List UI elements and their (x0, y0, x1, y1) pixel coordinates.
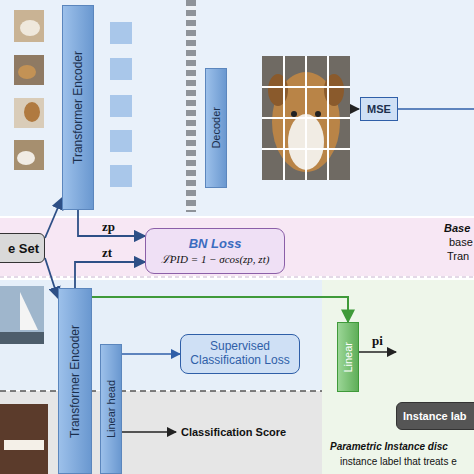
reconstructed-image (262, 56, 350, 180)
connector-arrow (75, 262, 145, 288)
flow-line (398, 108, 474, 110)
image-background (0, 286, 44, 344)
loss-box: MSE (360, 97, 398, 121)
image-patch-detail (18, 65, 36, 79)
band-border (0, 277, 474, 278)
node-title: Linear (342, 342, 354, 373)
node-title: BN Loss (189, 236, 242, 251)
mae-band (0, 0, 474, 216)
image-patch-detail (20, 20, 40, 36)
text-label: pi (372, 334, 383, 348)
node-title: Linear head (105, 380, 117, 438)
token-square (110, 58, 132, 80)
token-square (110, 130, 132, 152)
flow-arrow (359, 351, 396, 353)
connector-arrow (45, 258, 58, 298)
water (0, 332, 44, 344)
node-title: Supervised Classification Loss (184, 340, 296, 368)
image-patch (14, 140, 44, 170)
image-patches (14, 10, 44, 170)
inference-band (0, 391, 322, 474)
patch-grid-line (262, 86, 350, 88)
sail (20, 292, 38, 330)
dog-eye (315, 111, 321, 117)
token-square (110, 165, 132, 187)
text-label: Tran (447, 250, 469, 262)
node-title: Transformer Encoder (68, 325, 82, 438)
node-title: MSE (367, 103, 391, 115)
node-title: e Set (8, 241, 39, 256)
patch-grid-line (262, 117, 350, 119)
decoder-block: Decoder (205, 68, 227, 188)
loss-band (0, 218, 474, 276)
piano-image (0, 404, 48, 474)
encoder-block: Transformer Encoder (58, 288, 92, 474)
loss-box: BN LossℒPID = 1 − σcos(zp, zt) (145, 228, 285, 274)
flow-arrow (351, 108, 359, 110)
loss-box: Supervised Classification Loss (180, 334, 300, 374)
linear-block: Linear (337, 322, 359, 392)
token-square (110, 22, 132, 44)
text-label: instance label that treats e (340, 456, 457, 467)
connector-arrow (92, 297, 348, 322)
connector-arrow (122, 353, 180, 355)
node-title: Instance lab (403, 410, 467, 422)
image-patch (14, 55, 44, 85)
node-title: Decoder (210, 107, 222, 149)
piano-keys (4, 440, 44, 450)
text-label: Base (444, 222, 470, 234)
image-patch-detail (24, 102, 40, 122)
encoder-block: Transformer Encoder (62, 5, 94, 210)
patch-grid-line (262, 148, 350, 150)
label-box: Instance lab (396, 402, 474, 430)
image-patch-detail (17, 151, 35, 165)
flow-arrow (122, 431, 176, 433)
image-background (0, 404, 48, 474)
dog-eye (291, 111, 297, 117)
instance-band (322, 280, 474, 474)
dataset-box: e Set (0, 233, 45, 263)
encoder-output-tokens (110, 22, 132, 187)
mask-token-column (186, 0, 196, 212)
connector-arrow (45, 198, 62, 238)
edge-label: zt (102, 245, 112, 261)
text-label: Classification Score (181, 426, 286, 438)
image-patch (14, 10, 44, 42)
text-label: base (449, 236, 473, 248)
node-formula: ℒPID = 1 − σcos(zp, zt) (161, 251, 270, 266)
text-label: Parametric Instance disc (330, 441, 448, 452)
image-background (262, 56, 350, 180)
edge-label: zp (102, 219, 115, 235)
connector-arrow (78, 210, 145, 236)
image-patch (14, 98, 44, 128)
linear-head: Linear head (100, 344, 122, 474)
divider-line (0, 390, 322, 392)
token-square (110, 95, 132, 117)
node-title: Transformer Encoder (71, 51, 85, 164)
sailboat-image (0, 286, 44, 344)
